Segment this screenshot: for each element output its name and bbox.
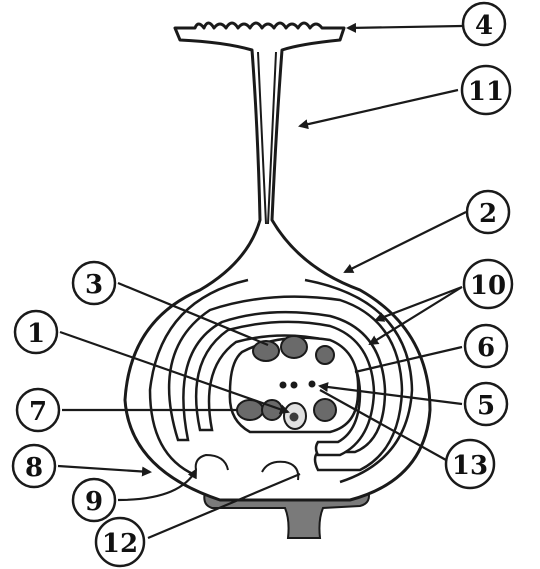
- pointer-11: [300, 90, 458, 126]
- label-text: 4: [475, 11, 493, 41]
- label-12: 12: [96, 518, 144, 566]
- label-text: 2: [479, 199, 497, 229]
- label-text: 11: [468, 77, 504, 107]
- label-text: 8: [25, 453, 43, 483]
- label-4: 4: [463, 3, 505, 45]
- label-11: 11: [462, 66, 510, 114]
- polar-nucleus: [280, 382, 287, 389]
- polar-nucleus: [309, 381, 316, 388]
- label-9: 9: [73, 479, 115, 521]
- label-2: 2: [467, 191, 509, 233]
- label-text: 5: [477, 391, 495, 421]
- label-text: 12: [102, 529, 138, 559]
- antipodal-cell: [281, 336, 307, 358]
- synergid-cell: [314, 399, 336, 421]
- pointer-10a: [376, 287, 462, 320]
- label-7: 7: [17, 389, 59, 431]
- label-text: 3: [85, 270, 103, 300]
- label-text: 6: [477, 333, 495, 363]
- pointer-2: [345, 212, 466, 272]
- pointer-8: [58, 466, 150, 472]
- label-3: 3: [73, 262, 115, 304]
- label-text: 1: [27, 319, 45, 349]
- antipodal-cell: [316, 346, 334, 364]
- label-10: 10: [464, 260, 512, 308]
- label-8: 8: [13, 445, 55, 487]
- label-text: 7: [29, 397, 47, 427]
- polar-nucleus: [291, 382, 298, 389]
- label-13: 13: [446, 440, 494, 488]
- label-5: 5: [465, 383, 507, 425]
- label-text: 10: [470, 271, 506, 301]
- label-text: 13: [452, 451, 488, 481]
- label-1: 1: [15, 311, 57, 353]
- egg-nucleus: [290, 413, 299, 422]
- label-text: 9: [85, 487, 103, 517]
- label-6: 6: [465, 325, 507, 367]
- pointer-4: [348, 26, 462, 28]
